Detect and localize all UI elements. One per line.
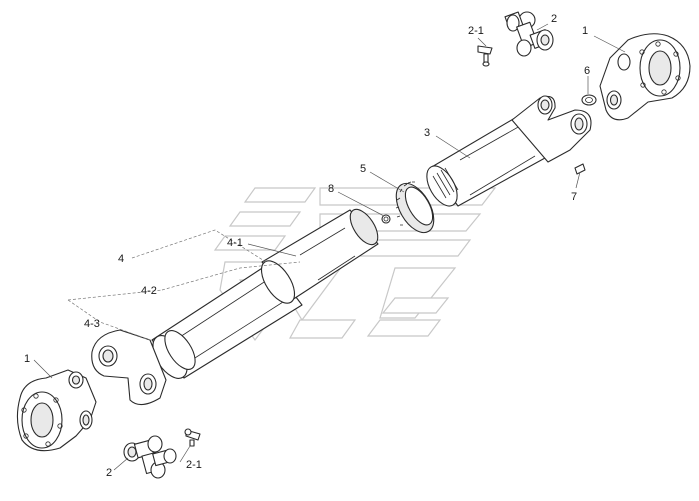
- splined-shaft: [426, 117, 546, 207]
- retaining-pin: [574, 163, 586, 175]
- callout-8: 8: [328, 183, 334, 195]
- flange-yoke-bottom: [16, 369, 97, 452]
- callout-1-bottom: 1: [24, 353, 30, 365]
- callout-2-top: 2: [551, 13, 557, 25]
- shaft-tube: [151, 262, 303, 379]
- yoke-top: [511, 95, 592, 163]
- callout-4-1: 4-1: [227, 237, 243, 249]
- callout-3: 3: [424, 127, 430, 139]
- slip-sleeve: [260, 208, 379, 304]
- grease-nipple-bottom: [184, 428, 201, 447]
- yoke-bottom: [91, 329, 167, 406]
- grease-nipple-top: [477, 45, 493, 67]
- callout-2-1-top: 2-1: [468, 25, 484, 37]
- callout-1-top: 1: [582, 25, 588, 37]
- callout-4-2: 4-2: [141, 285, 157, 297]
- callout-7: 7: [571, 191, 577, 203]
- spline-ring: [395, 181, 435, 234]
- callout-2-1-bottom: 2-1: [186, 459, 202, 471]
- callout-labels: 1 2 2-1 6 3 7 5 8 4-1 4 4-2 4-3 1 2 2-1: [24, 13, 590, 479]
- callout-5: 5: [360, 163, 366, 175]
- universal-joint-top: [504, 11, 554, 57]
- callout-4: 4: [118, 253, 124, 265]
- callout-4-3: 4-3: [84, 318, 100, 330]
- leader-lines: [33, 23, 626, 471]
- flange-yoke-top: [599, 33, 691, 121]
- universal-joint-bottom: [123, 435, 177, 479]
- callout-2-bottom: 2: [106, 467, 112, 479]
- grease-fitting: [381, 214, 391, 224]
- lock-washer: [581, 94, 597, 106]
- callout-6: 6: [584, 65, 590, 77]
